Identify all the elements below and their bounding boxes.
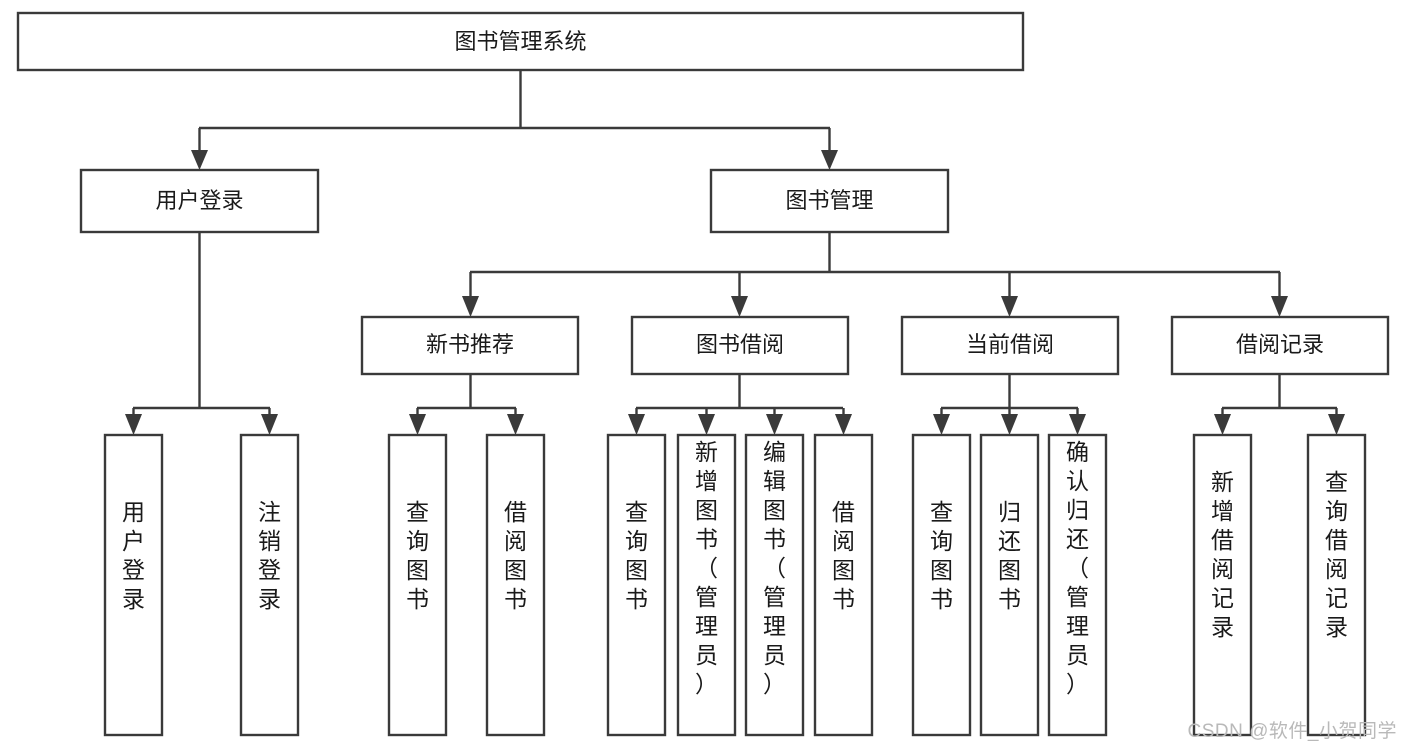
leaf-node[interactable]: 归还图书 (979, 433, 1040, 737)
leaf-node-box[interactable] (744, 433, 805, 737)
leaf-node[interactable]: 确认归还（管理员） (1047, 433, 1108, 737)
node-book-borrow-label: 图书借阅 (696, 332, 784, 357)
node-current-borrow-label: 当前借阅 (966, 332, 1054, 357)
leaf-node[interactable]: 查询借阅记录 (1306, 433, 1367, 737)
arrow-head-leaf-4 (507, 414, 524, 435)
node-new-book-recommend[interactable]: 新书推荐 (360, 315, 580, 376)
leaf-node-box[interactable] (606, 433, 667, 737)
arrow-head-leaf-1 (125, 414, 142, 435)
leaf-node[interactable]: 编辑图书（管理员） (744, 433, 805, 737)
arrow-head-leaf-5 (628, 414, 645, 435)
node-current-borrow-box[interactable] (900, 315, 1120, 376)
arrow-head-leaf-2 (261, 414, 278, 435)
node-book-borrow[interactable]: 图书借阅 (630, 315, 850, 376)
leaf-node[interactable]: 借阅图书 (813, 433, 874, 737)
node-new-book-recommend-box[interactable] (360, 315, 580, 376)
arrow-head-leaf-12 (1214, 414, 1231, 435)
node-root-box[interactable] (16, 11, 1025, 72)
node-root-label: 图书管理系统 (454, 29, 586, 54)
node-book-borrow-box[interactable] (630, 315, 850, 376)
arrow-head-leaf-10 (1001, 414, 1018, 435)
leaf-node-box[interactable] (1192, 433, 1253, 737)
arrow-head-leaf-7 (766, 414, 783, 435)
leaf-node-label: 新增借阅记录 (1211, 469, 1234, 640)
leaf-node-label: 用户登录 (122, 499, 145, 612)
leaf-node-box[interactable] (1306, 433, 1367, 737)
connector-group-newbook (409, 374, 524, 435)
leaf-node-label: 归还图书 (998, 499, 1021, 612)
leaf-node-label: 注销登录 (258, 499, 281, 612)
node-book-management-label: 图书管理 (785, 188, 873, 213)
leaf-node[interactable]: 借阅图书 (485, 433, 546, 737)
arrow-head-record (1271, 296, 1288, 317)
leaf-node-label: 查询图书 (930, 499, 953, 612)
arrow-head-current (1001, 296, 1018, 317)
leaf-node-box[interactable] (979, 433, 1040, 737)
leaf-node[interactable]: 查询图书 (606, 433, 667, 737)
csdn-watermark: CSDN @软件_小贺同学 (1187, 721, 1397, 742)
leaf-node-box[interactable] (103, 433, 164, 737)
node-current-borrow[interactable]: 当前借阅 (900, 315, 1120, 376)
connector-group-userlogin (125, 232, 278, 435)
leaf-node-label: 查询借阅记录 (1325, 469, 1348, 640)
leaf-node[interactable]: 新增图书（管理员） (676, 433, 737, 737)
arrow-head-bookmgmt (821, 150, 838, 170)
leaf-node-label: 查询图书 (406, 499, 429, 612)
arrow-head-leaf-8 (835, 414, 852, 435)
node-user-login[interactable]: 用户登录 (79, 168, 320, 234)
node-borrow-record-box[interactable] (1170, 315, 1390, 376)
leaf-node-label: 借阅图书 (504, 499, 527, 612)
leaf-node[interactable]: 查询图书 (387, 433, 448, 737)
leaf-node-box[interactable] (387, 433, 448, 737)
node-user-login-label: 用户登录 (155, 188, 243, 213)
leaf-node-box[interactable] (813, 433, 874, 737)
arrow-head-userlogin (191, 150, 208, 170)
connector-group-borrow (628, 374, 852, 435)
leaf-node[interactable]: 用户登录 (103, 433, 164, 737)
leaf-node-box[interactable] (485, 433, 546, 737)
arrow-head-newbook (462, 296, 479, 317)
node-new-book-recommend-label: 新书推荐 (426, 332, 514, 357)
leaf-node[interactable]: 查询图书 (911, 433, 972, 737)
node-user-login-box[interactable] (79, 168, 320, 234)
leaf-node-label: 查询图书 (625, 499, 648, 612)
arrow-head-leaf-13 (1328, 414, 1345, 435)
leaf-node-box[interactable] (676, 433, 737, 737)
connector-group-bookmgmt (462, 232, 1288, 317)
leaf-node-label: 借阅图书 (832, 499, 855, 612)
connector-group-current (933, 374, 1086, 435)
node-book-management[interactable]: 图书管理 (709, 168, 950, 234)
connector-group-root (191, 70, 838, 170)
arrow-head-borrow (731, 296, 748, 317)
leaf-node[interactable]: 注销登录 (239, 433, 300, 737)
node-borrow-record-label: 借阅记录 (1236, 332, 1324, 357)
arrow-head-leaf-11 (1069, 414, 1086, 435)
arrow-head-leaf-6 (698, 414, 715, 435)
node-root[interactable]: 图书管理系统 (16, 11, 1025, 72)
node-book-management-box[interactable] (709, 168, 950, 234)
leaf-node-box[interactable] (1047, 433, 1108, 737)
connector-group-record (1214, 374, 1345, 435)
leaf-node-label: 新增图书（管理员） (695, 439, 718, 697)
leaf-node-box[interactable] (239, 433, 300, 737)
arrow-head-leaf-9 (933, 414, 950, 435)
arrow-head-leaf-3 (409, 414, 426, 435)
leaf-node-label: 确认归还（管理员） (1066, 439, 1089, 697)
leaf-node-label: 编辑图书（管理员） (763, 439, 786, 697)
leaf-node[interactable]: 新增借阅记录 (1192, 433, 1253, 737)
leaf-node-box[interactable] (911, 433, 972, 737)
node-borrow-record[interactable]: 借阅记录 (1170, 315, 1390, 376)
